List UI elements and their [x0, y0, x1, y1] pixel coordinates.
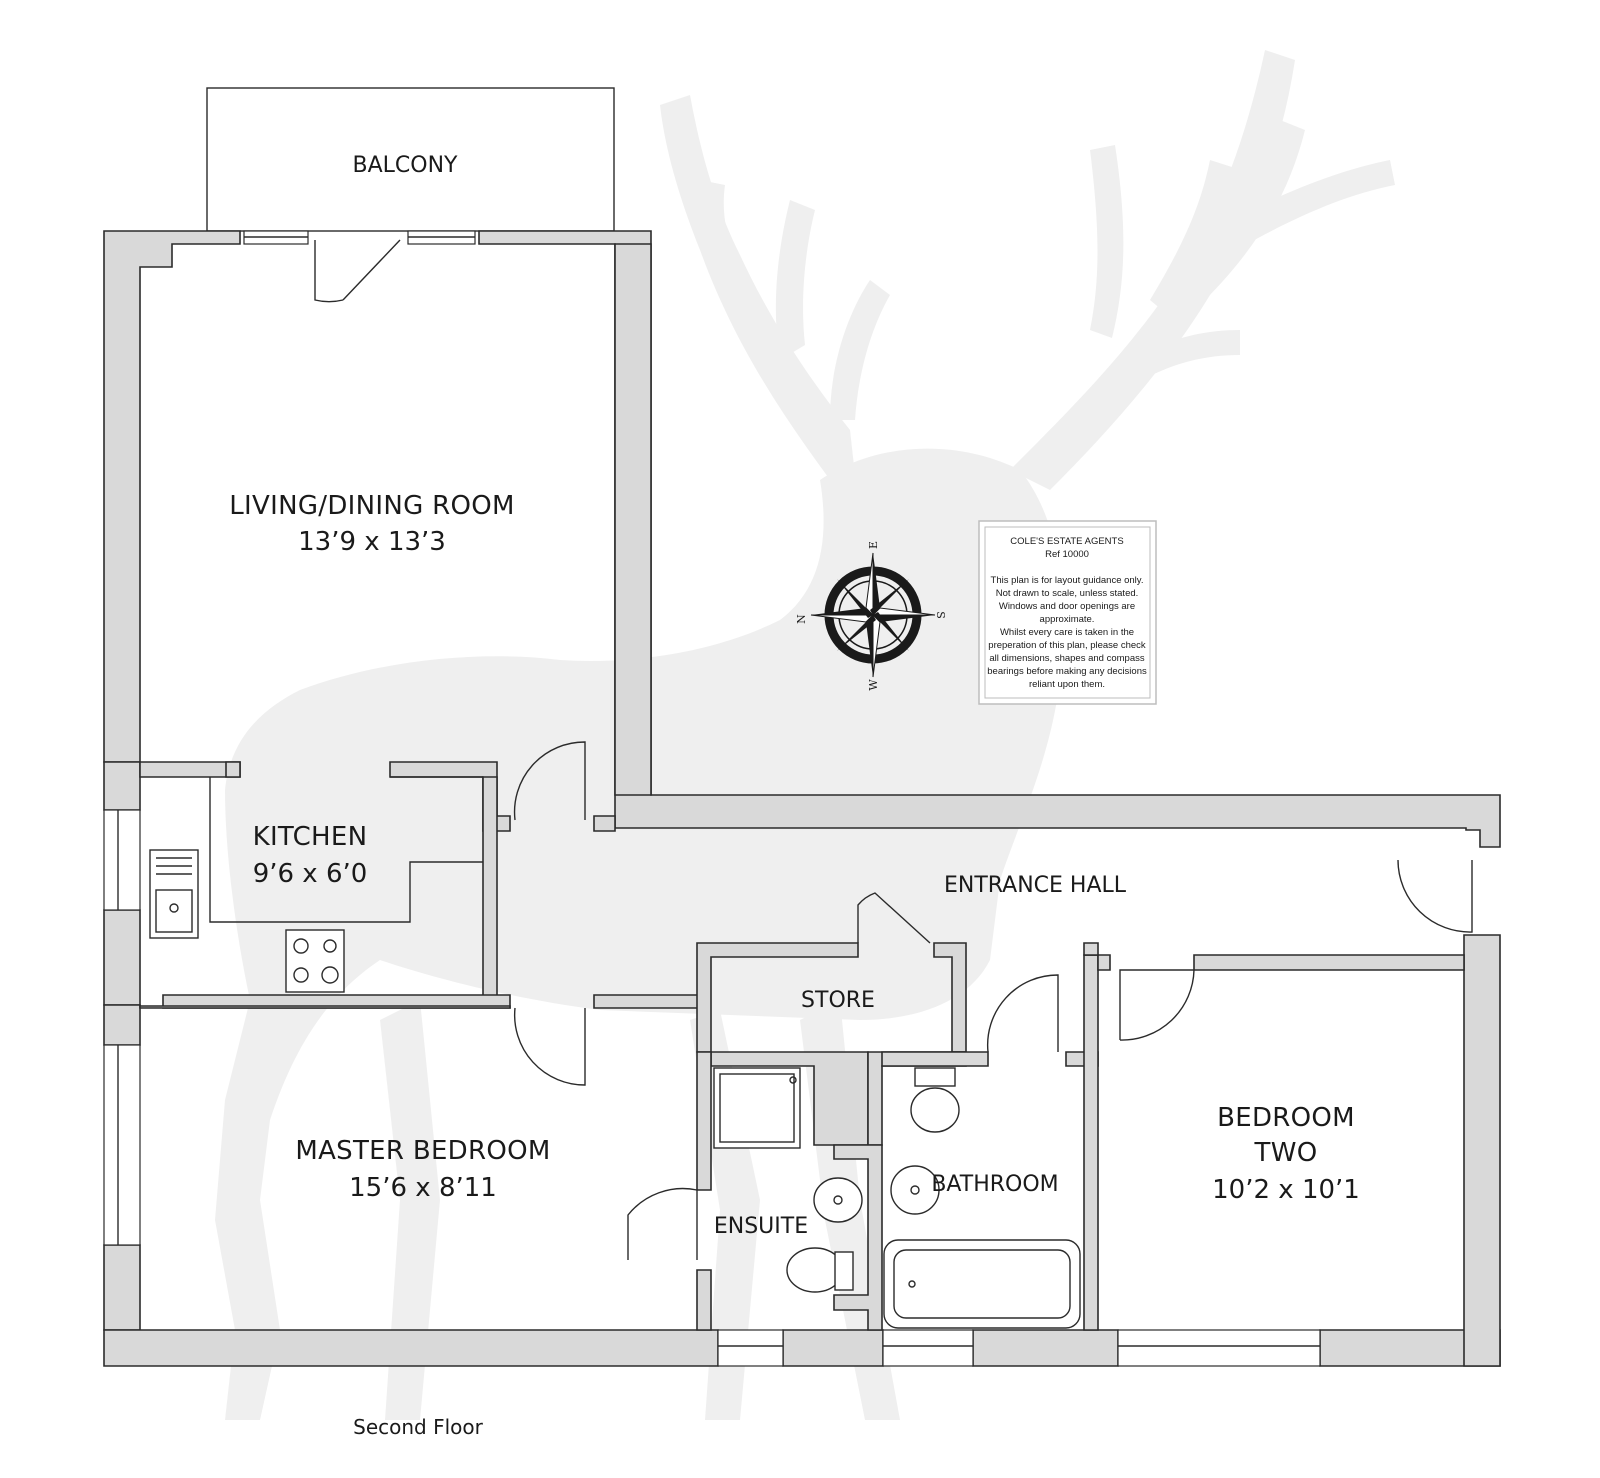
- bedroom-two-label-line1: BEDROOM: [1217, 1103, 1355, 1133]
- shower-tray: [713, 1067, 801, 1149]
- bedroom-two-label-line2: TWO: [1254, 1138, 1318, 1168]
- disclaimer-line: Windows and door openings are: [999, 601, 1135, 612]
- ensuite-fixtures: [713, 1067, 863, 1293]
- doors: [314, 239, 1473, 1260]
- hob: [285, 929, 345, 993]
- living-room-label: LIVING/DINING ROOM: [229, 491, 514, 521]
- disclaimer-line: all dimensions, shapes and compass: [989, 653, 1145, 664]
- balcony-label: BALCONY: [353, 153, 459, 178]
- bedroom-two-dimensions: 10’2 x 10’1: [1212, 1175, 1360, 1205]
- disclaimer-line: reliant upon them.: [1029, 679, 1105, 690]
- compass-north: N: [795, 614, 808, 624]
- disclaimer-line: bearings before making any decisions: [987, 666, 1147, 677]
- living-room-dimensions: 13’9 x 13’3: [298, 527, 446, 557]
- walls: [103, 230, 1501, 1367]
- bathroom-label: BATHROOM: [931, 1172, 1058, 1197]
- kitchen-fittings: [149, 776, 483, 993]
- disclaimer-ref: Ref 10000: [1045, 549, 1089, 560]
- kitchen-dimensions: 9’6 x 6’0: [253, 859, 368, 889]
- store-label: STORE: [801, 988, 875, 1013]
- disclaimer-line: Whilst every care is taken in the: [1000, 627, 1134, 638]
- disclaimer-line: approximate.: [1040, 614, 1095, 625]
- disclaimer-line: preperation of this plan, please check: [988, 640, 1146, 651]
- disclaimer-line: Not drawn to scale, unless stated.: [996, 588, 1139, 599]
- windows: [103, 230, 1321, 1367]
- disclaimer-box: COLE'S ESTATE AGENTS Ref 10000 This plan…: [978, 520, 1157, 705]
- bathroom-fixtures: [883, 1067, 1081, 1329]
- compass-east: E: [867, 541, 880, 549]
- kitchen-label: KITCHEN: [253, 822, 368, 852]
- entrance-hall-label: ENTRANCE HALL: [944, 873, 1127, 898]
- disclaimer-agent: COLE'S ESTATE AGENTS: [1010, 536, 1123, 547]
- bathroom-toilet: [910, 1087, 960, 1133]
- master-bedroom-label: MASTER BEDROOM: [295, 1136, 550, 1166]
- ensuite-basin: [813, 1177, 863, 1223]
- bath: [883, 1239, 1081, 1329]
- compass-south: S: [934, 611, 947, 619]
- bathroom-basin: [890, 1165, 940, 1215]
- master-bedroom-dimensions: 15’6 x 8’11: [349, 1173, 497, 1203]
- compass-west: W: [867, 679, 880, 691]
- floor-label: Second Floor: [353, 1415, 483, 1439]
- compass-icon: N E S W: [795, 541, 947, 691]
- ensuite-label: ENSUITE: [714, 1214, 808, 1239]
- disclaimer-line: This plan is for layout guidance only.: [991, 575, 1144, 586]
